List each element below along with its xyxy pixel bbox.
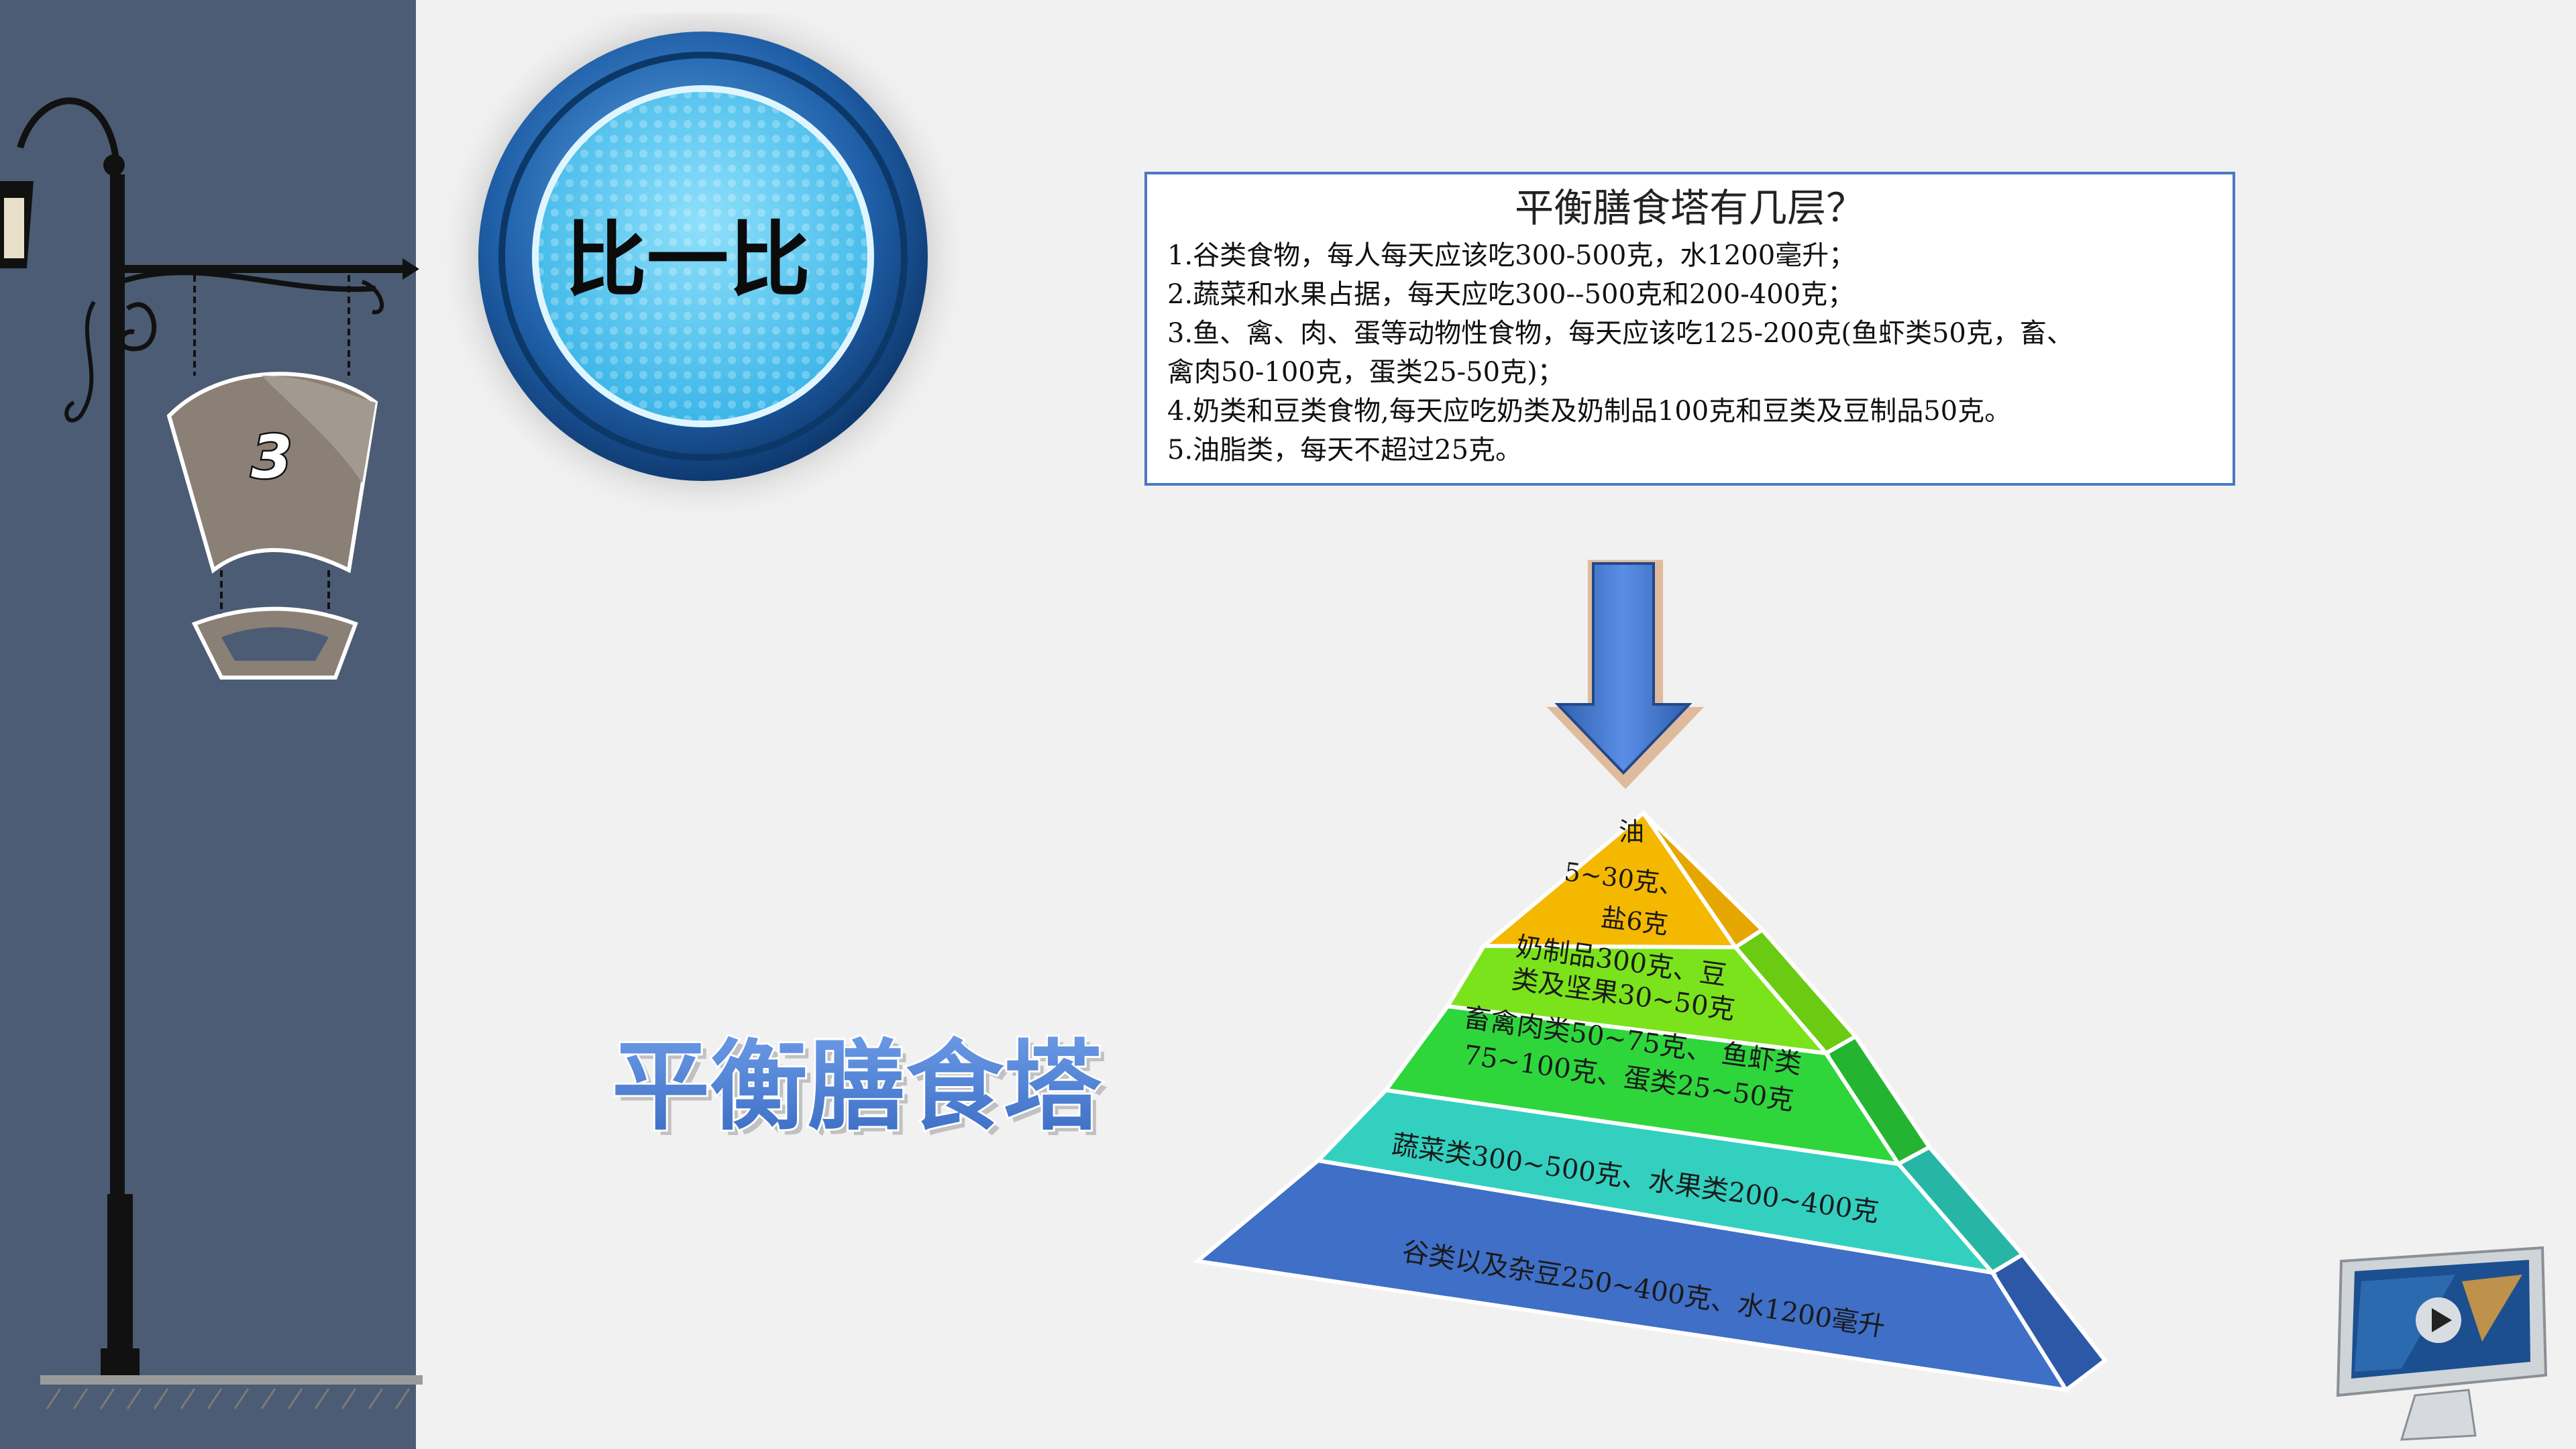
info-line: 5.油脂类，每天不超过25克。 [1167,434,1523,466]
info-line: 1.谷类食物，每人每天应该吃300-500克，水1200毫升； [1167,239,1856,271]
info-line: 4.奶类和豆类食物,每天应吃奶类及奶制品100克和豆类及豆制品50克。 [1167,395,2012,427]
info-line: 3.鱼、禽、肉、蛋等动物性食物，每天应该吃125-200克(鱼虾类50克，畜、 [1167,317,2074,349]
main-title-text: 平衡膳食塔 [612,1030,1102,1144]
monitor-play-icon[interactable] [2321,1241,2556,1442]
info-box: 平衡膳食塔有几层？ 1.谷类食物，每人每天应该吃300-500克，水1200毫升… [1144,172,2235,486]
info-title: 平衡膳食塔有几层？ [1514,185,1865,231]
side-panel: 3 [0,0,423,1449]
main-title-shadow: 平衡膳食塔 [617,1035,1108,1149]
street-lamp-icon: 3 [0,97,423,1409]
food-pyramid: 油 5~30克、 盐6克 奶制品300克、豆 类及坚果30~50克 畜禽肉类50… [1181,798,2120,1402]
pyramid-label: 油 [1619,817,1644,847]
down-arrow-icon [1523,537,1724,792]
main-title: 平衡膳食塔 平衡膳食塔 [610,1026,1122,1154]
sign-number: 3 [251,423,292,492]
info-line: 禽肉50-100克，蛋类25-50克)； [1167,356,1564,388]
info-line: 2.蔬菜和水果占据，每天应吃300--500克和200-400克； [1167,278,1855,310]
badge: 比一比 [429,0,1006,550]
badge-label: 比一比 [565,213,810,308]
